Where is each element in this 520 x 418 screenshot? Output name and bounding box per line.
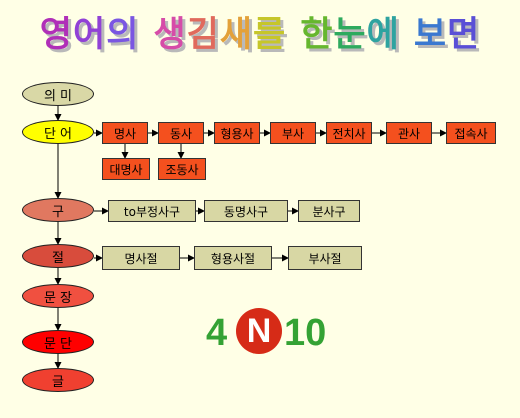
title-char: 의	[106, 15, 140, 55]
clause-box: 명사절	[102, 246, 180, 270]
level-word-oval: 단 어	[22, 120, 94, 144]
word-class-box: 접속사	[446, 122, 496, 144]
level-meaning-oval: 의 미	[22, 82, 94, 106]
title-char: 보	[413, 15, 448, 55]
logo-n-mark: N	[236, 308, 282, 354]
logo-left-number: 4	[206, 312, 228, 354]
word-class-box: 부사	[270, 122, 316, 144]
4n10-logo: 4 N 10	[206, 308, 336, 360]
title-char: 김	[186, 15, 220, 55]
title-char: 면	[447, 15, 481, 55]
level-clause-oval: 절	[22, 244, 94, 268]
level-sentence-oval: 문 장	[22, 284, 94, 308]
word-class-box: 명사	[102, 122, 148, 144]
phrase-box: 분사구	[298, 200, 360, 222]
word-class-box: 관사	[386, 122, 432, 144]
level-paragraph-oval: 문 단	[22, 330, 94, 354]
word-class-box: 전치사	[326, 122, 372, 144]
clause-box: 형용사절	[194, 246, 272, 270]
title-char: 생	[153, 15, 187, 55]
logo-right-number: 10	[284, 312, 327, 354]
word-subclass-box: 대명사	[102, 158, 150, 180]
title-char: 한	[300, 15, 334, 55]
level-phrase-oval: 구	[22, 198, 94, 222]
phrase-box: 동명사구	[204, 200, 288, 222]
title-char: 새	[219, 15, 253, 55]
diagram-title: 영어의 생김새를 한눈에 보면	[0, 8, 520, 62]
word-subclass-box: 조동사	[158, 158, 206, 180]
word-class-box: 형용사	[214, 122, 260, 144]
phrase-box: to부정사구	[108, 200, 196, 222]
level-text-oval: 글	[22, 368, 94, 392]
title-char: 눈	[333, 15, 367, 55]
clause-box: 부사절	[288, 246, 362, 270]
title-char: 어	[72, 15, 107, 55]
title-char: 영	[39, 15, 73, 55]
title-char: 를	[253, 15, 287, 55]
word-class-box: 동사	[158, 122, 204, 144]
title-char: 에	[366, 15, 400, 55]
